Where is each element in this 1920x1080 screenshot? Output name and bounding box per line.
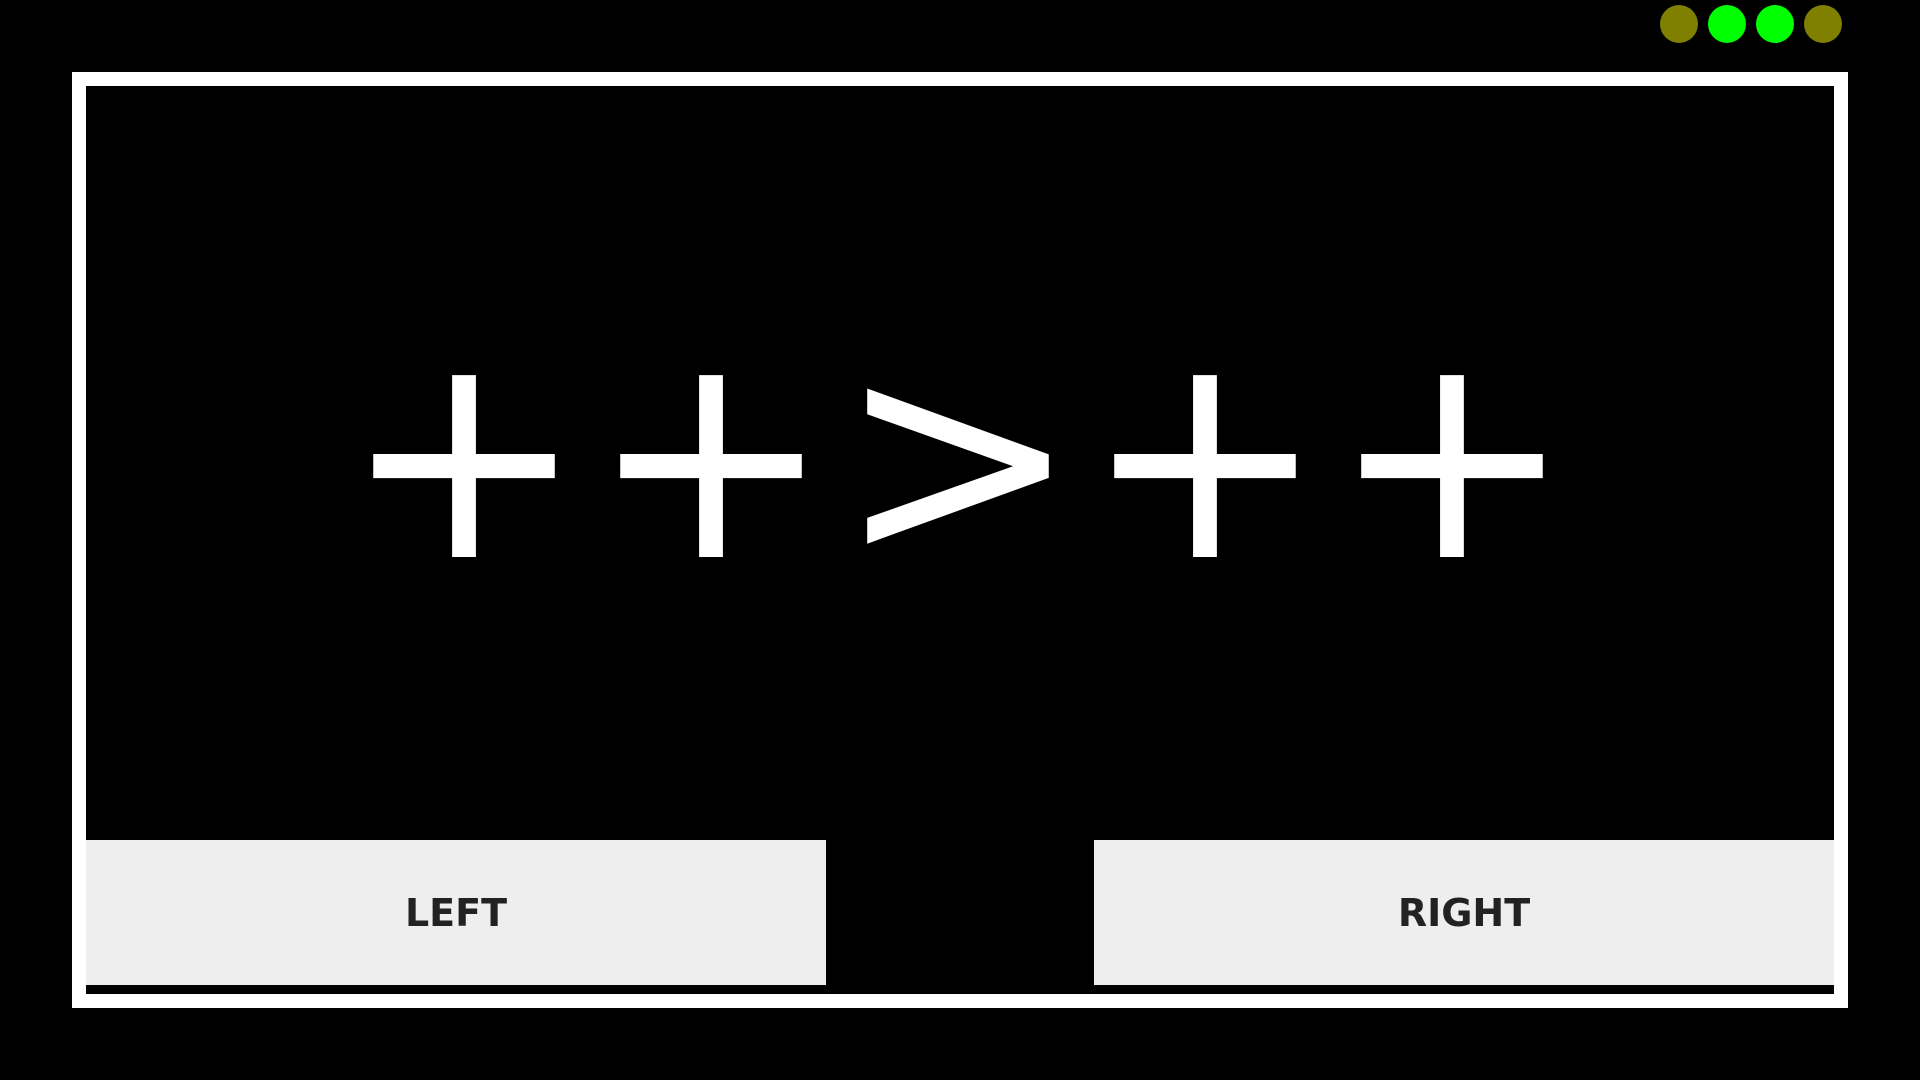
status-dot-2 [1708, 5, 1746, 43]
status-indicators [1660, 5, 1842, 43]
right-response-button[interactable]: RIGHT [1094, 840, 1834, 985]
status-dot-3 [1756, 5, 1794, 43]
status-dot-1 [1660, 5, 1698, 43]
stimulus-area: ++>++ [86, 86, 1834, 802]
right-button-label: RIGHT [1397, 890, 1531, 935]
task-frame: ++>++ LEFT RIGHT [72, 72, 1848, 1008]
status-dot-4 [1804, 5, 1842, 43]
left-button-label: LEFT [404, 890, 508, 935]
left-response-button[interactable]: LEFT [86, 840, 826, 985]
flanker-stimulus: ++>++ [342, 289, 1578, 626]
